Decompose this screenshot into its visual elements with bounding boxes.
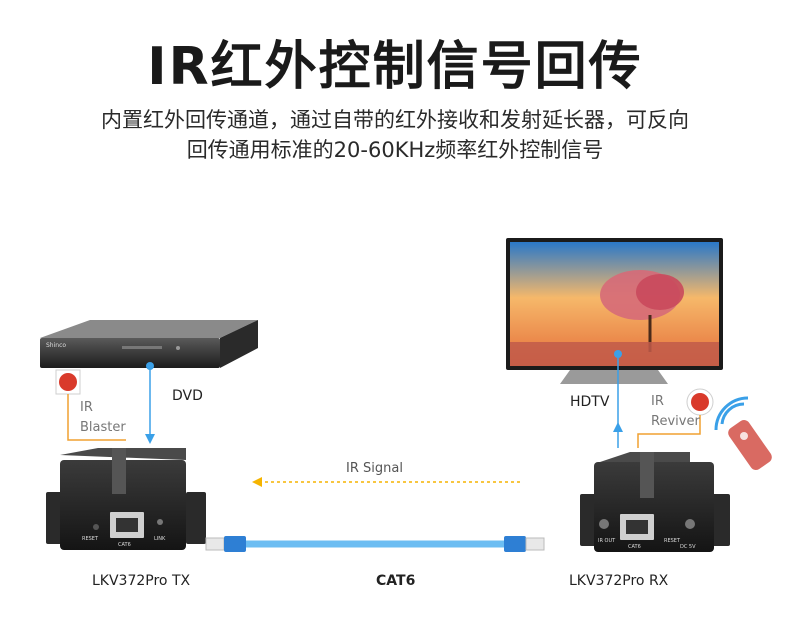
rx-irout-label: IR OUT [598, 538, 616, 544]
tx-port-label: CAT6 [118, 542, 131, 548]
ir-reviver-label: IR Reviver [651, 392, 700, 432]
ir-reviver-label-line1: IR [651, 394, 664, 409]
rx-reset-label: RESET [664, 538, 681, 544]
reviver-connector-line [637, 415, 701, 448]
rx-port-label: CAT6 [628, 544, 641, 550]
tx-reset-label: RESET [82, 536, 99, 542]
ir-signal-label: IR Signal [346, 461, 403, 476]
rx-dc-label: DC 5V [680, 544, 696, 550]
cat6-cable [205, 536, 545, 552]
dvd-player: Shinco [40, 320, 258, 368]
tx-name-label: LKV372Pro TX [92, 573, 191, 589]
subtitle-line-2: 回传通用标准的20-60KHz频率红外控制信号 [186, 138, 604, 162]
cat6-label: CAT6 [376, 573, 416, 589]
page-title: IR红外控制信号回传 [147, 37, 643, 97]
ir-blaster-label-line2: Blaster [80, 420, 126, 435]
dvd-label: DVD [172, 388, 203, 404]
ir-blaster-label: IR Blaster [80, 398, 126, 438]
ir-blaster-label-line1: IR [80, 400, 93, 415]
dvd-brand: Shinco [46, 342, 66, 349]
remote-control [714, 396, 772, 471]
dvd-to-tx-arrow [145, 362, 155, 444]
rx-extender-box: IR OUT CAT6 RESET DC 5V [580, 452, 730, 552]
ir-signal-arrow [252, 477, 520, 487]
ir-reviver-label-line2: Reviver [651, 414, 700, 429]
hdtv-label: HDTV [570, 394, 610, 410]
tx-link-label: LINK [154, 536, 166, 542]
rx-to-tv-arrow [613, 350, 623, 448]
hdtv [506, 238, 723, 384]
rx-name-label: LKV372Pro RX [569, 573, 669, 589]
subtitle-line-1: 内置红外回传通道，通过自带的红外接收和发射延长器，可反向 [101, 108, 689, 132]
blaster-connector-line [67, 394, 126, 441]
ir-reviver [686, 388, 714, 416]
ir-blaster [55, 369, 81, 395]
tx-extender-box: RESET CAT6 LINK [46, 448, 206, 550]
